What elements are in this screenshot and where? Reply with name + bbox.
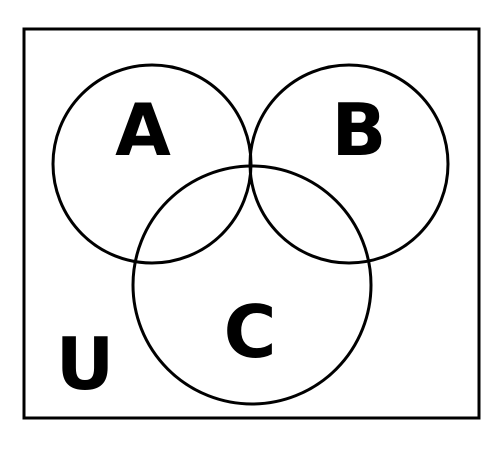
set-b-label: B	[332, 88, 387, 172]
universe-box	[22, 27, 481, 420]
set-a-label: A	[115, 88, 171, 172]
set-c-label: C	[224, 290, 277, 374]
set-b-circle	[248, 63, 450, 265]
universe-label: U	[56, 322, 114, 406]
set-c-circle	[131, 164, 373, 406]
